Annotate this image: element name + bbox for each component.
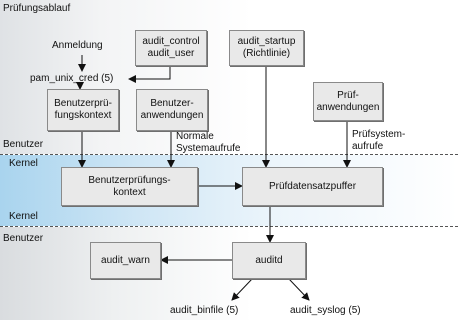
audit-control-box: audit_control audit_user: [135, 30, 207, 66]
auth-context-user-box: Benutzerprü- fungskontext: [47, 89, 119, 131]
auditd-box: auditd: [232, 242, 306, 279]
audit-binfile-label: audit_binfile (5): [170, 305, 239, 316]
user-space-lower-region: [0, 227, 458, 320]
normal-syscalls-label: Normale Systemaufrufe: [176, 131, 241, 154]
audit-syscalls-label: Prüfsystem- aufrufe: [352, 129, 406, 152]
auth-context-kernel-box: Benutzerprüfungs- kontext: [61, 167, 198, 206]
zone-label-kernel-upper: Kernel: [9, 158, 38, 169]
zone-label-pruefungsablauf: Prüfungsablauf: [3, 3, 71, 14]
audit-syslog-label: audit_syslog (5): [290, 305, 361, 316]
zone-label-benutzer-upper: Benutzer: [3, 139, 44, 150]
anmeldung-label: Anmeldung: [52, 40, 103, 51]
user-apps-box: Benutzer- anwendungen: [136, 89, 208, 131]
audit-warn-box: audit_warn: [90, 242, 161, 279]
audit-apps-box: Prüf- anwendungen: [313, 82, 383, 121]
user-kernel-divider: [0, 154, 458, 155]
pam-unix-cred-label: pam_unix_cred (5): [30, 73, 114, 84]
audit-buffer-box: Prüfdatensatzpuffer: [242, 167, 383, 206]
zone-label-benutzer-lower: Benutzer: [3, 233, 44, 244]
zone-label-kernel-lower: Kernel: [9, 211, 38, 222]
arrow-audit-control-to-pam: [128, 66, 171, 83]
arrow-auditd-to-binfile: [231, 278, 253, 301]
kernel-user-divider: [0, 226, 458, 227]
audit-startup-box: audit_startup (Richtlinie): [229, 30, 304, 66]
arrow-auditd-to-syslog: [288, 278, 310, 301]
